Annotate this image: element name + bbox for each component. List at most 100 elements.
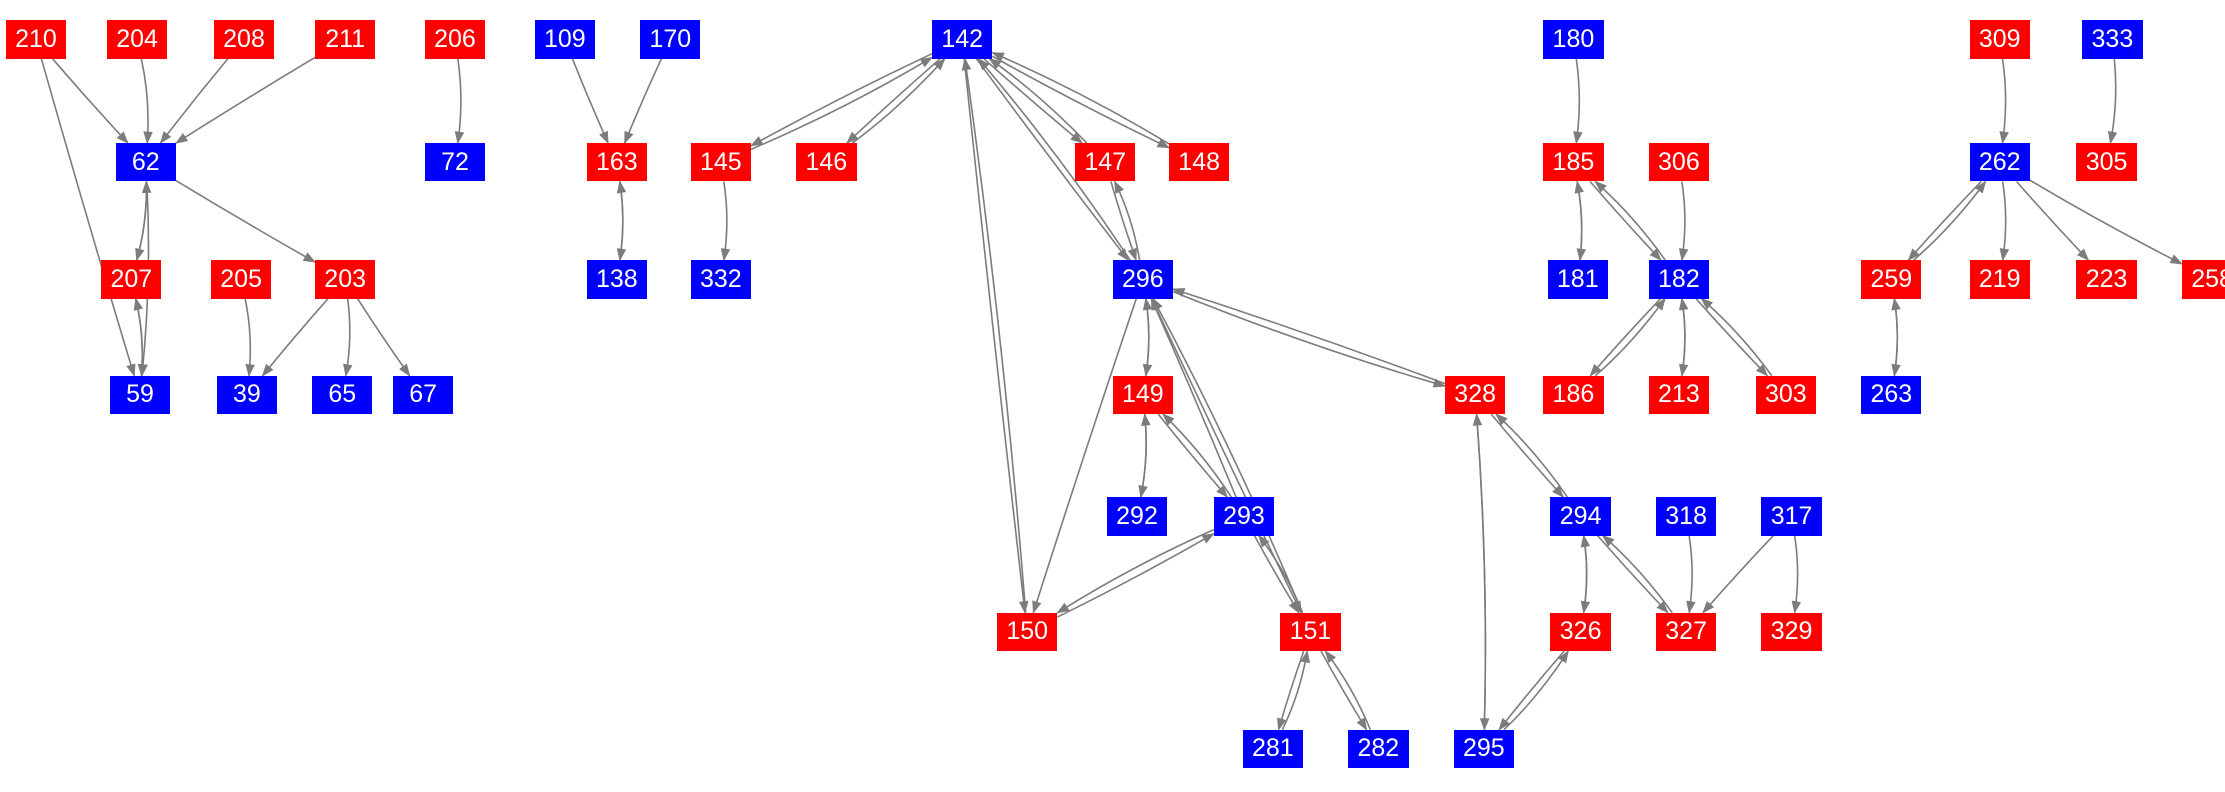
graph-node-148[interactable]: 148 <box>1169 143 1230 182</box>
graph-node-318[interactable]: 318 <box>1655 497 1717 536</box>
graph-edge-151-to-281 <box>1277 650 1305 730</box>
graph-node-138[interactable]: 138 <box>586 260 647 299</box>
graph-node-262[interactable]: 262 <box>1969 143 2030 182</box>
graph-node-181[interactable]: 181 <box>1547 260 1608 299</box>
graph-node-208[interactable]: 208 <box>213 20 275 59</box>
graph-arrowhead-282-to-151 <box>1324 650 1337 664</box>
graph-node-72[interactable]: 72 <box>424 143 486 182</box>
graph-node-163[interactable]: 163 <box>586 143 647 182</box>
graph-node-326[interactable]: 326 <box>1550 612 1611 652</box>
graph-node-label: 282 <box>1357 734 1400 763</box>
graph-node-label: 65 <box>328 380 357 409</box>
graph-node-259[interactable]: 259 <box>1861 260 1922 299</box>
graph-edge-293-to-149 <box>1162 413 1233 498</box>
graph-edge-151-to-282 <box>1320 650 1368 731</box>
graph-node-label: 327 <box>1665 617 1707 646</box>
graph-arrowhead-294-to-328 <box>1495 413 1508 426</box>
graph-node-213[interactable]: 213 <box>1648 375 1710 415</box>
graph-edge-181-to-185 <box>1576 181 1583 261</box>
graph-edge-182-to-303 <box>1695 298 1768 377</box>
graph-node-label: 263 <box>1870 380 1913 409</box>
graph-arrowhead-147-to-296 <box>1127 247 1137 262</box>
graph-node-223[interactable]: 223 <box>2076 260 2137 299</box>
graph-node-305[interactable]: 305 <box>2076 143 2137 182</box>
graph-arrowhead-210-to-59 <box>126 363 136 377</box>
graph-edge-295-to-328 <box>1475 414 1487 730</box>
graph-node-185[interactable]: 185 <box>1543 143 1604 182</box>
graph-node-186[interactable]: 186 <box>1543 375 1604 415</box>
graph-node-150[interactable]: 150 <box>997 612 1058 652</box>
graph-node-292[interactable]: 292 <box>1106 497 1168 536</box>
graph-node-label: 138 <box>595 264 638 293</box>
graph-node-328[interactable]: 328 <box>1445 375 1506 415</box>
graph-node-147[interactable]: 147 <box>1075 143 1136 182</box>
graph-arrowhead-327-to-294 <box>1601 534 1615 547</box>
graph-node-label: 317 <box>1770 501 1813 530</box>
graph-node-146[interactable]: 146 <box>796 143 857 182</box>
graph-edge-148-to-142 <box>992 51 1170 145</box>
graph-node-label: 208 <box>223 24 265 53</box>
graph-edge-294-to-327 <box>1596 534 1669 614</box>
graph-node-203[interactable]: 203 <box>315 260 376 299</box>
graph-node-180[interactable]: 180 <box>1543 20 1604 59</box>
graph-node-281[interactable]: 281 <box>1242 729 1304 769</box>
graph-node-329[interactable]: 329 <box>1761 612 1822 652</box>
graph-arrowhead-296-to-150 <box>1032 600 1042 614</box>
graph-node-label: 333 <box>2091 24 2134 53</box>
graph-node-label: 332 <box>700 264 742 293</box>
graph-node-label: 203 <box>324 264 367 293</box>
graph-edge-204-to-62 <box>140 58 149 144</box>
graph-node-label: 182 <box>1658 264 1700 293</box>
graph-node-295[interactable]: 295 <box>1453 729 1514 769</box>
graph-edge-262-to-258 <box>2029 179 2183 265</box>
graph-node-204[interactable]: 204 <box>106 20 168 59</box>
graph-node-39[interactable]: 39 <box>216 375 278 415</box>
graph-node-210[interactable]: 210 <box>5 20 67 59</box>
graph-node-label: 145 <box>700 147 742 176</box>
graph-node-149[interactable]: 149 <box>1112 375 1173 415</box>
graph-node-303[interactable]: 303 <box>1755 375 1816 415</box>
graph-edge-328-to-294 <box>1490 413 1564 498</box>
graph-node-211[interactable]: 211 <box>315 20 376 59</box>
graph-arrowhead-303-to-182 <box>1700 297 1714 310</box>
graph-node-59[interactable]: 59 <box>109 375 171 415</box>
graph-node-67[interactable]: 67 <box>393 375 454 415</box>
graph-node-205[interactable]: 205 <box>210 260 272 299</box>
graph-node-142[interactable]: 142 <box>932 20 993 59</box>
graph-node-182[interactable]: 182 <box>1648 260 1710 299</box>
graph-node-293[interactable]: 293 <box>1213 497 1275 536</box>
graph-node-65[interactable]: 65 <box>312 375 373 415</box>
graph-node-296[interactable]: 296 <box>1112 260 1173 299</box>
graph-node-332[interactable]: 332 <box>690 260 752 299</box>
graph-node-62[interactable]: 62 <box>115 143 176 182</box>
graph-node-258[interactable]: 258 <box>2181 260 2225 299</box>
graph-arrowhead-186-to-182 <box>1654 297 1666 311</box>
graph-node-263[interactable]: 263 <box>1861 375 1922 415</box>
graph-node-309[interactable]: 309 <box>1969 20 2030 59</box>
graph-node-207[interactable]: 207 <box>101 260 162 299</box>
graph-node-label: 210 <box>15 24 57 53</box>
graph-node-206[interactable]: 206 <box>424 20 486 59</box>
graph-node-109[interactable]: 109 <box>534 20 595 59</box>
graph-node-label: 170 <box>649 24 692 53</box>
graph-node-282[interactable]: 282 <box>1348 729 1409 769</box>
graph-node-219[interactable]: 219 <box>1969 260 2030 299</box>
graph-node-327[interactable]: 327 <box>1655 612 1717 652</box>
graph-arrowhead-281-to-151 <box>1300 650 1311 664</box>
graph-node-170[interactable]: 170 <box>640 20 701 59</box>
graph-arrowhead-296-to-328 <box>1432 378 1447 388</box>
graph-node-151[interactable]: 151 <box>1280 612 1341 652</box>
graph-node-label: 328 <box>1454 380 1497 409</box>
graph-node-145[interactable]: 145 <box>690 143 752 182</box>
graph-node-317[interactable]: 317 <box>1761 497 1822 536</box>
graph-node-label: 258 <box>2191 264 2225 293</box>
graph-edge-296-to-151 <box>1151 298 1302 614</box>
graph-arrowhead-309-to-262 <box>1999 131 2009 145</box>
graph-node-333[interactable]: 333 <box>2082 20 2143 59</box>
graph-node-label: 329 <box>1770 617 1813 646</box>
graph-node-label: 206 <box>434 24 476 53</box>
graph-edge-296-to-150 <box>1032 298 1138 613</box>
graph-arrowhead-142-to-145 <box>750 136 764 147</box>
graph-node-306[interactable]: 306 <box>1648 143 1710 182</box>
graph-node-294[interactable]: 294 <box>1550 497 1611 536</box>
